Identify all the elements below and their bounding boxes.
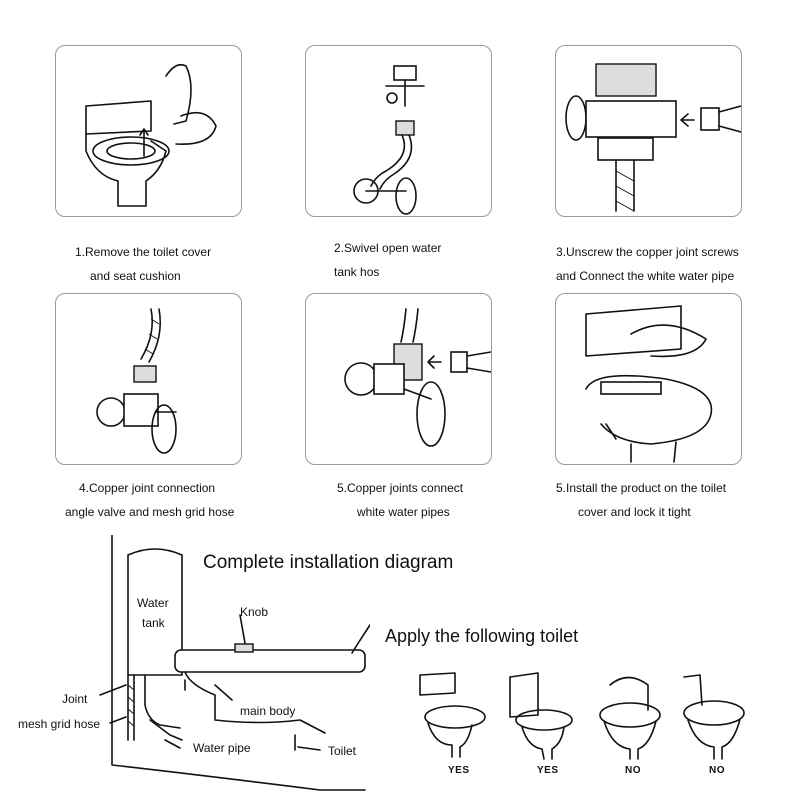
step-4-line-1: 4.Copper joint connection xyxy=(79,481,216,495)
water-tank-hose-illustration xyxy=(353,65,425,215)
label-water-pipe: Water pipe xyxy=(193,741,251,755)
toilet-remove-cover-illustration xyxy=(85,63,217,207)
copper-joint-connection-illustration xyxy=(565,63,741,212)
toilet-type-4-icon xyxy=(683,674,745,760)
label-water-tank-line-2: tank xyxy=(142,616,165,630)
step-1-line-1: 1.Remove the toilet cover xyxy=(75,245,212,259)
compatibility-title: Apply the following toilet xyxy=(385,626,579,646)
step-3-caption: 3.Unscrew the copper joint screws and Co… xyxy=(556,240,786,288)
step-4-caption: 4.Copper joint connection angle valve an… xyxy=(65,476,265,524)
label-water-tank-line-1: Water xyxy=(137,596,169,610)
label-knob: Knob xyxy=(240,605,269,619)
label-main-body: main body xyxy=(240,704,296,718)
installation-diagram-title: Complete installation diagram xyxy=(203,552,454,573)
label-toilet: Toilet xyxy=(328,744,357,758)
angle-valve-mesh-hose-illustration xyxy=(96,308,177,454)
step-3-line-2: and Connect the white water pipe xyxy=(556,269,735,283)
step-5-panel xyxy=(305,293,492,465)
toilet-type-3-verdict: NO xyxy=(625,765,641,776)
step-3-panel xyxy=(555,45,742,217)
label-joint: Joint xyxy=(62,692,88,706)
step-6-caption: 5.Install the product on the toilet cove… xyxy=(556,476,786,524)
step-5-caption: 5.Copper joints connect white water pipe… xyxy=(337,476,547,524)
toilet-type-3-icon xyxy=(599,676,661,760)
step-6-line-2: cover and lock it tight xyxy=(578,505,691,519)
toilet-type-1-verdict: YES xyxy=(448,765,470,776)
step-1-panel xyxy=(55,45,242,217)
toilet-type-1-icon xyxy=(419,672,486,758)
install-product-toilet-illustration xyxy=(585,305,713,463)
toilet-type-4-verdict: NO xyxy=(709,765,725,776)
step-2-line-2: tank hos xyxy=(334,265,380,279)
toilet-type-2-icon xyxy=(509,672,573,760)
step-5-line-1: 5.Copper joints connect xyxy=(337,481,464,495)
step-6-line-1: 5.Install the product on the toilet xyxy=(556,481,727,495)
step-1-line-2: and seat cushion xyxy=(90,269,181,283)
step-3-line-1: 3.Unscrew the copper joint screws xyxy=(556,245,739,259)
toilet-type-2-verdict: YES xyxy=(537,765,559,776)
step-6-panel xyxy=(555,293,742,465)
step-5-line-2: white water pipes xyxy=(357,505,450,519)
compatible-toilets xyxy=(419,672,745,760)
installation-diagram xyxy=(99,535,370,791)
label-mesh-grid-hose: mesh grid hose xyxy=(18,717,101,731)
copper-joint-white-pipe-illustration xyxy=(344,308,491,447)
step-4-panel xyxy=(55,293,242,465)
step-4-line-2: angle valve and mesh grid hose xyxy=(65,505,235,519)
step-2-caption: 2.Swivel open water tank hos xyxy=(334,236,544,284)
step-1-caption: 1.Remove the toilet cover and seat cushi… xyxy=(75,240,285,288)
step-2-panel xyxy=(305,45,492,217)
step-2-line-1: 2.Swivel open water xyxy=(334,241,442,255)
